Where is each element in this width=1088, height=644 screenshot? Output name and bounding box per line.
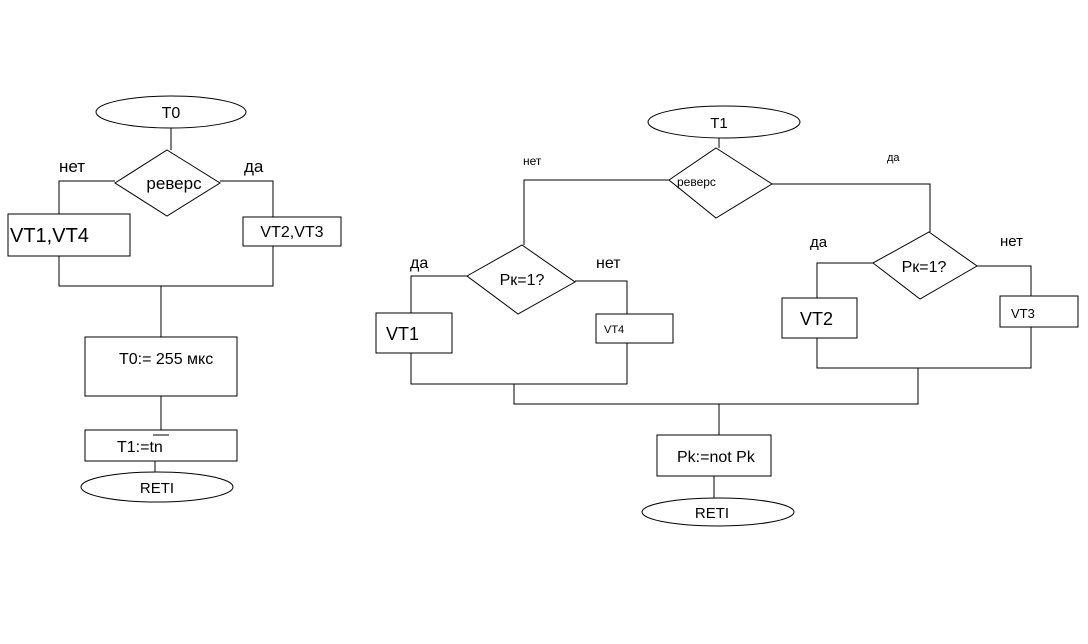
connector <box>58 246 274 287</box>
process-label: T0:= 255 мкс <box>119 351 213 368</box>
process-box-vt4 <box>595 313 674 344</box>
decision-reverse <box>668 147 773 219</box>
decision-label: реверс <box>677 175 716 189</box>
start-label: T0 <box>162 105 181 122</box>
assign-prefix: T1:= <box>117 439 149 456</box>
process-box-vt2 <box>781 297 858 339</box>
connector <box>513 368 919 405</box>
connector <box>816 327 1032 369</box>
process-box-vt3 <box>999 295 1079 328</box>
process-label: T1:=tn <box>117 439 163 456</box>
connector <box>816 262 873 298</box>
end-terminator-t0 <box>80 471 234 503</box>
process-label: VT2 <box>800 309 833 329</box>
connector <box>575 280 628 314</box>
decision-label: Pк=1? <box>902 259 947 276</box>
branch-no-label: нет <box>523 154 542 168</box>
connector <box>58 180 115 214</box>
connector <box>977 265 1032 296</box>
decision-pk-left <box>466 244 576 315</box>
connector <box>772 183 931 232</box>
branch-no-label: нет <box>1000 233 1023 250</box>
start-terminator-t1 <box>647 105 801 139</box>
decision-label: реверс <box>146 174 202 193</box>
branch-no-label: нет <box>596 255 621 272</box>
flowchart-t1: T1 реверс нет да Pк=1? да нет VT1 VT4 Pк… <box>375 105 1079 527</box>
overlined-variable: tn <box>149 439 162 456</box>
branch-yes-label: да <box>810 234 828 251</box>
connector <box>410 275 467 313</box>
decision-pk-right <box>872 231 978 300</box>
process-label: VT1,VT4 <box>10 225 89 247</box>
process-label: VT4 <box>604 324 624 336</box>
process-label: VT3 <box>1011 306 1035 321</box>
connector <box>220 180 274 217</box>
process-box-toggle <box>656 434 772 477</box>
branch-no-label: нет <box>59 157 85 176</box>
end-label: RETI <box>140 480 174 497</box>
branch-yes-label: да <box>244 157 264 176</box>
start-label: T1 <box>710 115 728 132</box>
process-label: VT2,VT3 <box>260 224 323 241</box>
connector <box>523 179 669 245</box>
process-label: VT1 <box>386 324 419 344</box>
process-box-vt2-vt3 <box>242 216 342 247</box>
end-label: RETI <box>695 505 729 522</box>
start-terminator-t0 <box>95 95 247 129</box>
process-label: Pk:=not Pk <box>677 449 756 466</box>
connector <box>410 343 628 385</box>
decision-label: Pк=1? <box>500 272 545 289</box>
process-box-vt1-vt4 <box>7 213 131 257</box>
process-box-vt1 <box>375 312 453 354</box>
decision-reverse <box>114 149 221 217</box>
branch-yes-label: да <box>410 255 428 272</box>
process-box-t0-assign <box>84 336 238 397</box>
end-terminator-t1 <box>641 497 795 527</box>
branch-yes-label: да <box>887 152 900 164</box>
flowchart-t0: T0 реверс нет да VT1,VT4 VT2,VT3 T0:= 25… <box>7 95 342 503</box>
